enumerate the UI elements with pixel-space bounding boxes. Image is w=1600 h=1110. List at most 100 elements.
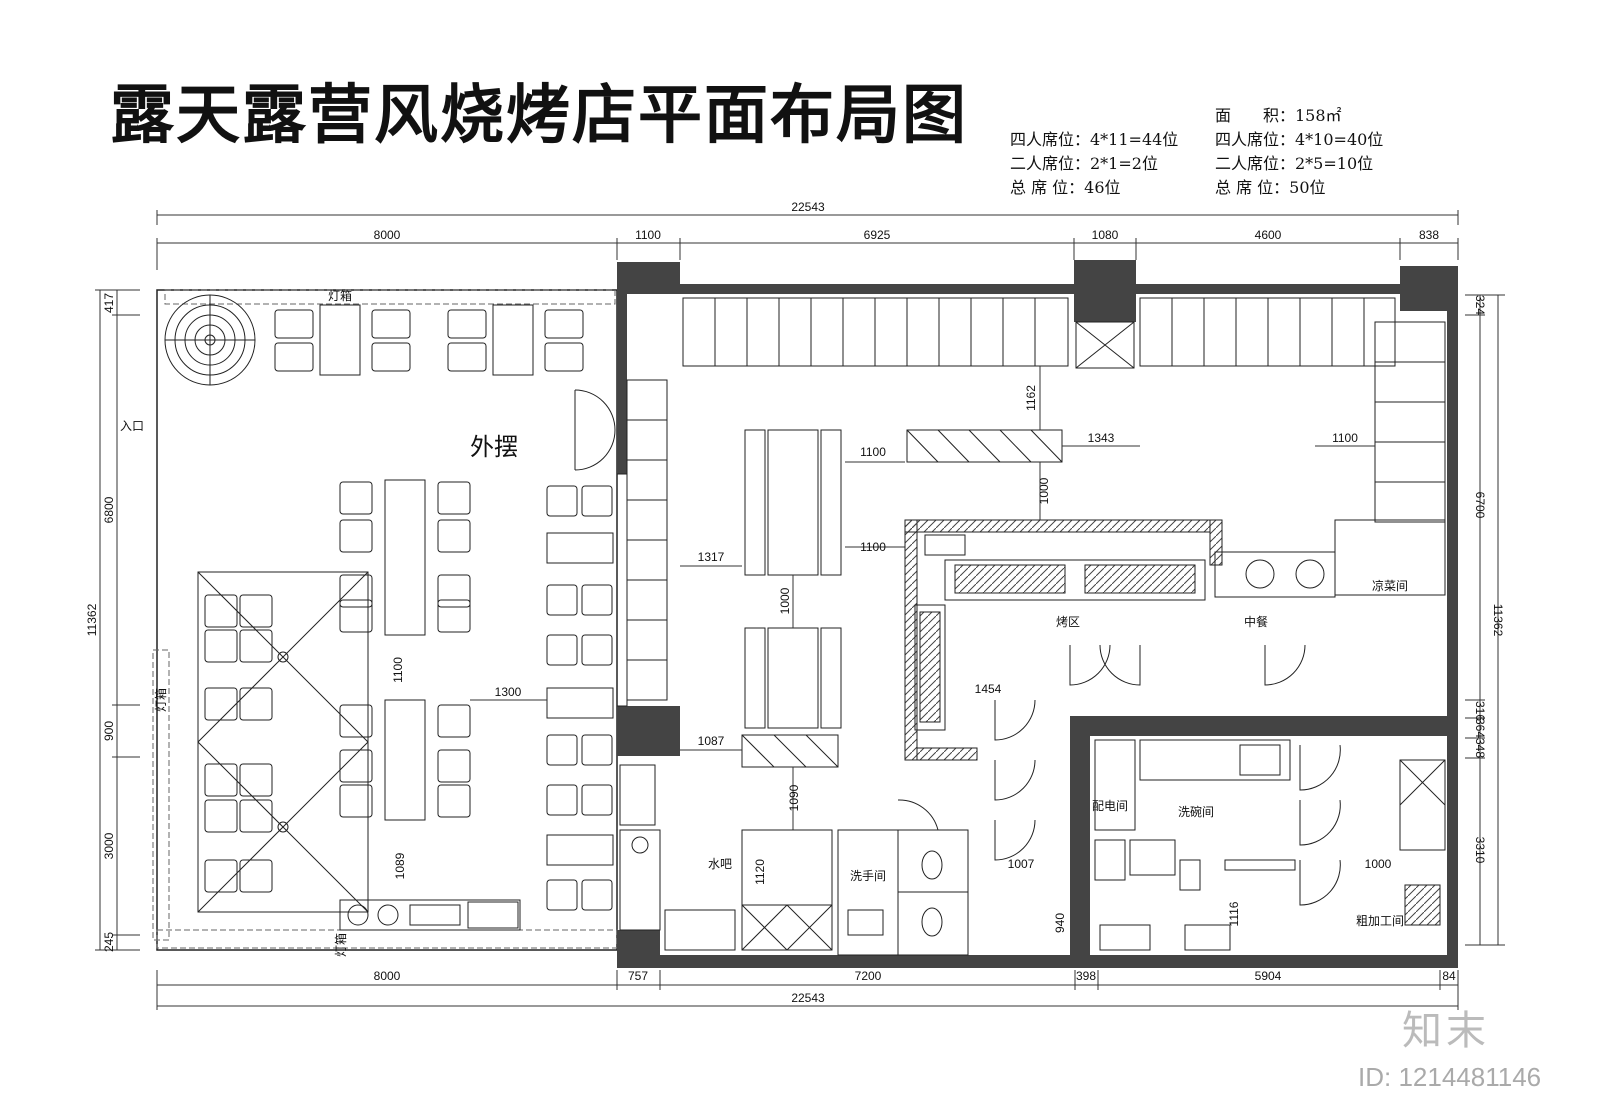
dim-label: 1089 xyxy=(393,852,407,879)
dim-label: 245 xyxy=(102,932,116,952)
dim-right xyxy=(1465,294,1505,946)
dim-label: 22543 xyxy=(791,200,825,214)
dim-label: 900 xyxy=(102,721,116,741)
pillar-icon xyxy=(1075,321,1135,369)
seating-stats: 面 积：158㎡ 四人席位：4*11=44位 四人席位：4*10=40位 二人席… xyxy=(1010,104,1390,200)
dim-top-total xyxy=(156,210,1459,225)
light-box-label: 灯箱 xyxy=(153,688,168,712)
room-label: 水吧 xyxy=(708,857,732,871)
back-rooms xyxy=(1094,739,1446,951)
light-box-label: 灯箱 xyxy=(333,933,348,957)
dim-label: 1100 xyxy=(860,540,886,554)
dim-label: 6700 xyxy=(1473,492,1487,519)
zone-label: 中餐 xyxy=(1244,614,1268,629)
watermark-id: ID: 1214481146 xyxy=(1358,1062,1542,1092)
dim-bottom-segments xyxy=(156,970,1459,1010)
area-text: 面 积：158㎡ xyxy=(1215,106,1342,125)
seat-left: 二人席位：2*1=2位 xyxy=(1010,154,1158,173)
page-title: 露天露营风烧烤店平面布局图 xyxy=(110,79,968,153)
seat-right: 二人席位：2*5=10位 xyxy=(1215,154,1374,173)
dim-label: 1000 xyxy=(1037,477,1051,504)
entrance-label: 入口 xyxy=(120,419,144,433)
dim-left xyxy=(95,289,140,951)
dim-label: 398 xyxy=(1076,969,1096,983)
dim-label: 1087 xyxy=(698,734,725,748)
room-label: 洗手间 xyxy=(850,869,886,883)
room-label: 粗加工间 xyxy=(1356,914,1404,928)
dim-label: 1300 xyxy=(495,685,522,699)
dim-label: 757 xyxy=(628,969,648,983)
room-label: 洗碗间 xyxy=(1178,804,1214,819)
dim-label: 6800 xyxy=(102,496,116,523)
dim-label: 316 xyxy=(1473,701,1487,721)
seat-right: 总 席 位：50位 xyxy=(1215,178,1326,197)
dim-label: 11362 xyxy=(1491,604,1505,637)
dim-label: 22543 xyxy=(791,991,825,1005)
area-row: 面 积：158㎡ xyxy=(1010,104,1390,128)
watermark-brand: 知末 xyxy=(1402,1008,1490,1054)
dim-label: 6925 xyxy=(864,228,891,242)
outdoor-seats-center xyxy=(339,479,471,821)
dim-label: 8000 xyxy=(374,969,401,983)
kitchen-doors xyxy=(994,644,1341,906)
dim-label: 7200 xyxy=(855,969,882,983)
dim-label: 1000 xyxy=(778,587,792,614)
kitchen-walls xyxy=(904,519,1447,958)
dim-label: 1116 xyxy=(1227,901,1241,926)
dim-label: 1000 xyxy=(1365,857,1392,871)
building-walls xyxy=(616,260,1458,968)
dim-label: 1162 xyxy=(1024,385,1038,411)
zone-label: 烤区 xyxy=(1056,614,1080,629)
seat-row: 总 席 位：46位 总 席 位：50位 xyxy=(1010,176,1390,200)
dim-label: 324 xyxy=(1473,295,1487,315)
dim-label: 838 xyxy=(1419,228,1439,242)
dim-label: 1100 xyxy=(391,657,405,683)
entrance-door[interactable] xyxy=(574,389,616,471)
dim-label: 1007 xyxy=(1008,857,1035,871)
dim-label: 3000 xyxy=(102,832,116,859)
outdoor-bottom-counters xyxy=(339,899,521,931)
dim-label: 5904 xyxy=(1255,969,1282,983)
dim-label: 1120 xyxy=(753,859,767,885)
restrooms xyxy=(837,799,969,956)
dim-label: 1100 xyxy=(1332,431,1358,445)
dim-label: 364 xyxy=(1473,718,1487,738)
grill-equipment xyxy=(914,534,1206,731)
dim-label: 417 xyxy=(102,293,116,313)
fan-icon xyxy=(164,294,256,386)
seat-left: 总 席 位：46位 xyxy=(1010,178,1121,197)
dim-label: 1454 xyxy=(975,682,1002,696)
dim-label: 1100 xyxy=(635,228,661,242)
outdoor-tables-top xyxy=(274,304,584,376)
dim-label: 1090 xyxy=(787,784,801,811)
canopy-structure xyxy=(197,571,369,913)
outdoor-label: 外摆 xyxy=(470,433,518,461)
indoor-center-tables xyxy=(741,429,1063,768)
chinese-kitchen-equipment xyxy=(1214,519,1446,598)
zone-label: 凉菜间 xyxy=(1372,578,1408,593)
dim-label: 4600 xyxy=(1255,228,1282,242)
dim-top-segments xyxy=(156,238,1459,270)
dim-label: 11362 xyxy=(85,603,99,636)
seat-row: 四人席位：4*11=44位 四人席位：4*10=40位 xyxy=(1010,128,1390,152)
outdoor-seats-right xyxy=(546,485,614,911)
dim-label: 8000 xyxy=(374,228,401,242)
seat-row: 二人席位：2*1=2位 二人席位：2*5=10位 xyxy=(1010,152,1390,176)
seat-left: 四人席位：4*11=44位 xyxy=(1010,130,1179,149)
dim-label: 1317 xyxy=(698,550,725,564)
booth-seats-left xyxy=(626,379,668,701)
booth-seats-right xyxy=(1374,321,1446,523)
light-box-label: 灯箱 xyxy=(328,288,352,303)
dim-label: 84 xyxy=(1442,969,1456,983)
dim-label: 3310 xyxy=(1473,837,1487,864)
outdoor-seats-left xyxy=(204,594,273,893)
dim-label: 1080 xyxy=(1092,228,1119,242)
booth-seats-top xyxy=(682,297,1396,367)
interior-dims xyxy=(470,366,1375,830)
seat-right: 四人席位：4*10=40位 xyxy=(1215,130,1384,149)
dim-label: 1100 xyxy=(860,445,886,459)
dim-label: 348 xyxy=(1473,738,1487,758)
dim-label: 940 xyxy=(1053,913,1067,933)
dim-label: 1343 xyxy=(1088,431,1115,445)
